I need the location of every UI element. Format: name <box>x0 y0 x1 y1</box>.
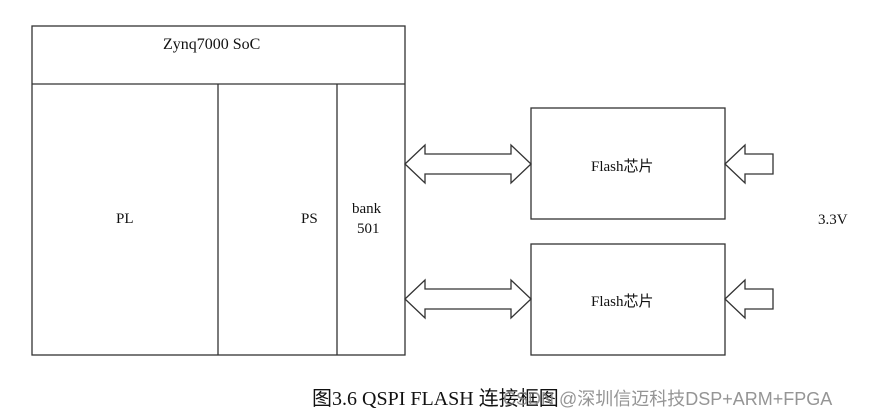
soc-title: Zynq7000 SoC <box>163 36 261 53</box>
power-arrow-1 <box>724 143 774 185</box>
flash-label-2: Flash芯片 <box>591 294 654 310</box>
bidirectional-arrow-2 <box>404 278 532 320</box>
bank-label: bank <box>352 201 382 217</box>
watermark: CSDN @深圳信迈科技DSP+ARM+FPGA <box>503 389 833 409</box>
bidirectional-arrow-1 <box>404 143 532 185</box>
figure-caption: 图3.6 QSPI FLASH 连接框图 <box>312 388 559 410</box>
ps-label: PS <box>301 211 318 227</box>
power-label: 3.3V <box>818 212 848 228</box>
pl-label: PL <box>116 211 134 227</box>
power-arrow-2 <box>724 278 774 320</box>
bank-number-label: 501 <box>357 221 380 237</box>
flash-label-1: Flash芯片 <box>591 159 654 175</box>
